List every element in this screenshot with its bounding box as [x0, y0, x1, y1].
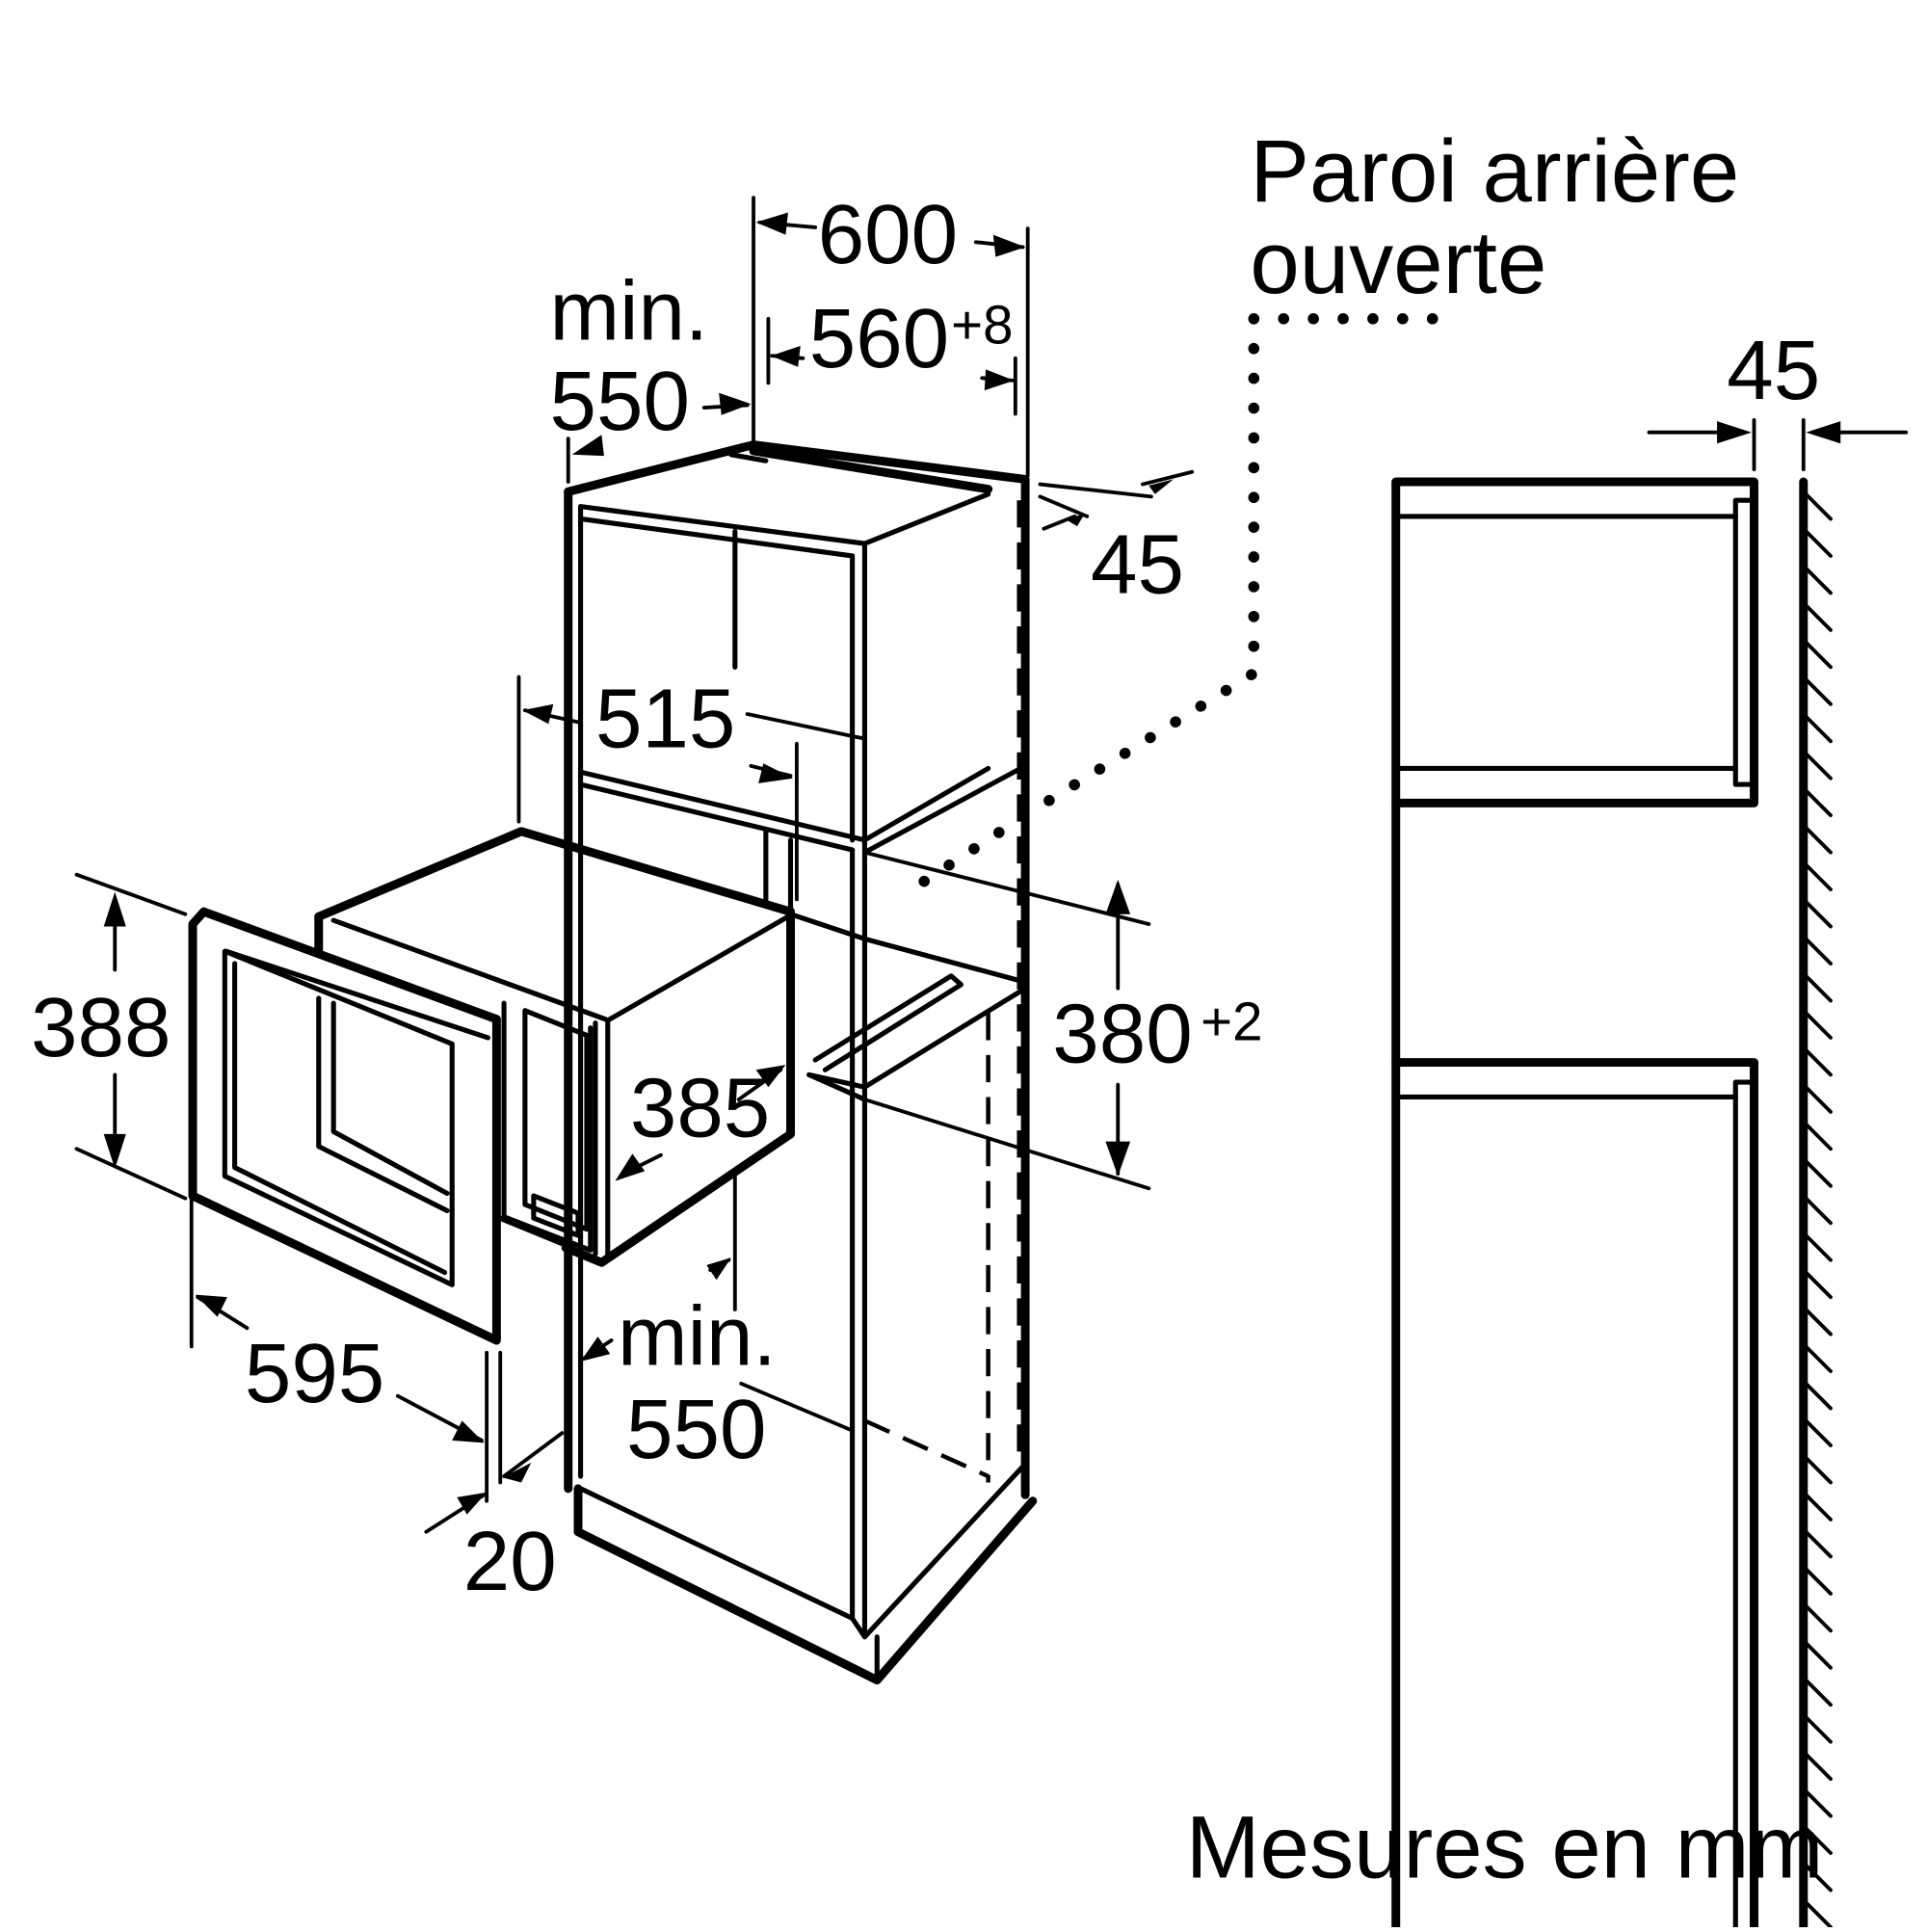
dim-min-depth-bottom-value: 550 — [626, 1383, 766, 1476]
rear-wall-label-line2: ouverte — [1250, 212, 1546, 312]
dim-niche-height: 380 — [1052, 988, 1192, 1081]
dim-niche-height-tolerance: +2 — [1201, 991, 1262, 1051]
dim-min-depth-top-value: 550 — [550, 355, 690, 448]
dim-appliance-width: 595 — [245, 1327, 384, 1420]
rear-wall-leader — [902, 313, 1458, 898]
dim-rear-gap-top: 45 — [1091, 517, 1184, 611]
units-note: Mesures en mm — [1186, 1797, 1824, 1897]
cabinet-niche — [564, 440, 1038, 1685]
dim-appliance-height: 388 — [31, 981, 171, 1074]
rear-wall-label-line1: Paroi arrière — [1250, 120, 1739, 221]
dimension-lines — [74, 196, 1195, 1534]
dim-min-depth-top-label: min. — [550, 265, 709, 358]
side-view-cabinet — [1391, 417, 1909, 1932]
wall-hatching — [1804, 491, 1833, 1929]
dim-side-rear-gap: 45 — [1727, 324, 1820, 417]
dim-min-depth-bottom-label: min. — [618, 1290, 777, 1384]
dim-niche-width-inner: 560 — [809, 292, 949, 385]
dim-appliance-depth-front: 385 — [630, 1061, 770, 1154]
dim-appliance-depth-body: 515 — [595, 673, 735, 766]
dim-niche-width-outer: 600 — [818, 188, 958, 281]
microwave-appliance — [188, 827, 796, 1345]
dim-niche-width-tolerance: +8 — [951, 294, 1013, 355]
dim-front-offset: 20 — [463, 1515, 557, 1608]
